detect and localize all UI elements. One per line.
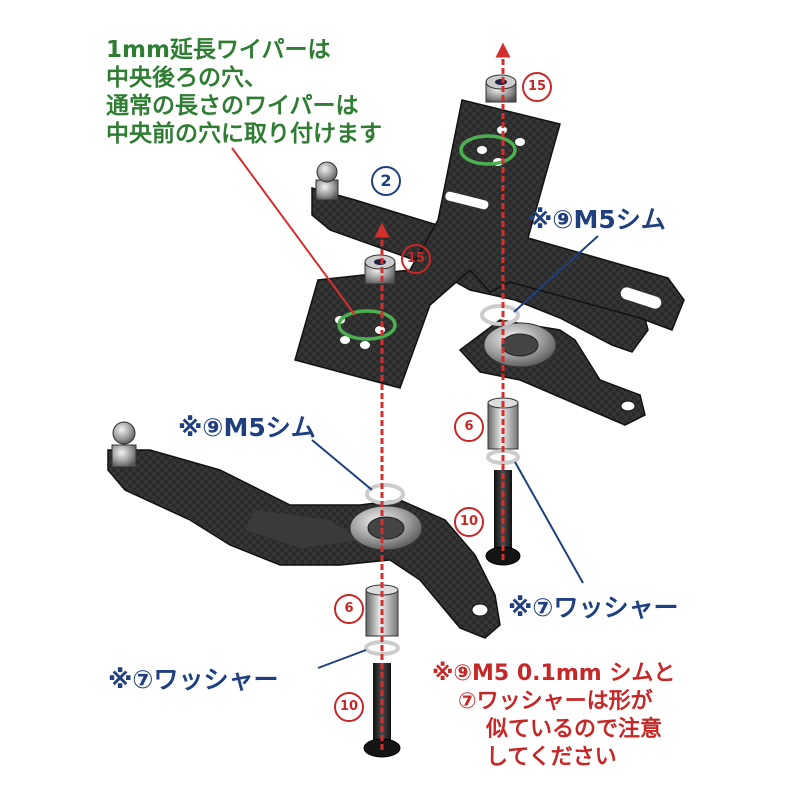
wiper-note-line-4: 中央前の穴に取り付けます [106,121,382,147]
part-10-callout-left: 10 [334,692,364,722]
caution-note-line-3: 似ているので注意 [486,717,663,742]
shim-label-right: ※⑨M5シム [528,205,666,234]
shim-label-left: ※⑨M5シム [178,413,316,442]
left-wiper-arm [107,421,501,639]
front-hole-highlight-ring [337,309,397,341]
washer-label-left: ※⑦ワッシャー [108,665,279,694]
upper-carbon-plate [294,99,685,389]
part-15-callout-middle: 15 [401,244,431,274]
caution-note-line-4: してください [486,745,617,770]
wiper-note-line-3: 通常の長さのワイパーは [106,93,359,119]
part-6-callout-right: 6 [454,412,484,442]
right-ball-stud [315,161,339,201]
wiper-note-line-2: 中央後ろの穴、 [106,65,267,91]
right-m5-shim [480,304,520,326]
top-nut [485,74,517,103]
part-2-callout: 2 [371,166,401,196]
shim-right-leader-line [513,235,599,313]
caution-note-line-1: ※⑨M5 0.1mm シムと [432,661,676,686]
part-6-callout-left: 6 [334,594,364,624]
wiper-note-line-1: 1mm延長ワイパーは [106,37,331,63]
washer-left-leader-line [317,649,367,669]
rear-hole-highlight-ring [459,134,517,166]
part-15-callout-top: 15 [522,72,552,102]
middle-nut [364,254,396,285]
washer-label-right: ※⑦ワッシャー [508,593,679,622]
wiper-note-leader-line [231,147,356,316]
left-m5-shim [365,483,405,505]
shim-left-leader-line [311,439,373,491]
left-ball-stud [111,421,137,468]
part-10-callout-right: 10 [454,507,484,537]
caution-note-line-2: ⑦ワッシャーは形が [458,689,653,714]
washer-right-leader-line [514,461,584,584]
